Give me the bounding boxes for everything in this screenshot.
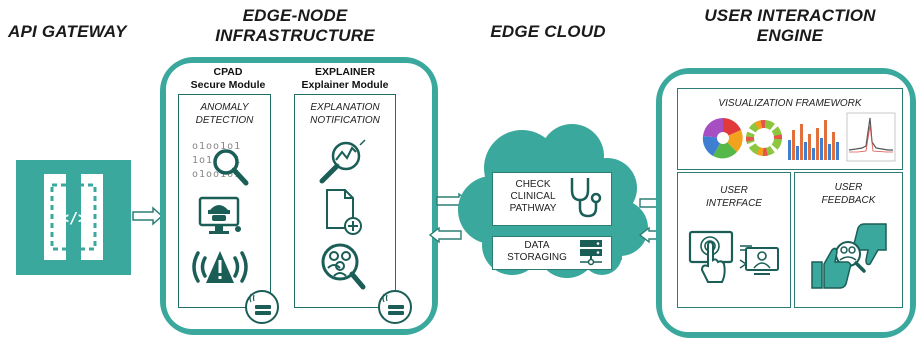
cpad-task-label: ANOMALY DETECTION <box>178 101 271 127</box>
explainer-task-line1: EXPLANATION <box>310 102 380 113</box>
data-storaging-label: DATA STORAGING <box>498 240 576 264</box>
check-clinical-pathway-label: CHECK CLINICAL PATHWAY <box>498 179 568 215</box>
cpad-task-line2: DETECTION <box>195 115 254 126</box>
server-icon <box>580 240 602 266</box>
svg-text:o1oo1o1: o1oo1o1 <box>192 169 241 180</box>
hacker-monitor-icon <box>198 196 241 234</box>
explainer-task-line2: NOTIFICATION <box>310 115 380 126</box>
cpad-subtitle: Secure Module <box>190 79 266 91</box>
user-engine-heading-line1: USER INTERACTION <box>704 6 876 25</box>
svg-text:</>: </> <box>60 209 87 227</box>
arrow-api-to-edge <box>132 206 164 226</box>
explainer-subtitle: Explainer Module <box>301 79 389 91</box>
donut-chart-icon <box>746 120 782 156</box>
fb-line2: FEEDBACK <box>821 195 876 206</box>
bar-chart-icon <box>788 120 839 160</box>
ui-line1: USER <box>720 185 748 196</box>
router-badge-icon-explainer <box>378 290 412 324</box>
data-line1: DATA <box>524 240 550 251</box>
svg-text:o1oo1o1: o1oo1o1 <box>192 141 241 152</box>
people-magnifier-icon <box>321 243 366 290</box>
api-gateway-heading: API GATEWAY <box>8 22 127 41</box>
api-brackets-icon: </> <box>44 174 103 260</box>
api-gateway-icon: </> <box>16 160 131 275</box>
thumbs-feedback-icon <box>811 223 887 289</box>
data-line2: STORAGING <box>507 252 567 263</box>
edge-node-heading-line1: EDGE-NODE <box>242 6 348 25</box>
stethoscope-icon <box>570 178 602 218</box>
monitor-user-icon <box>739 245 779 275</box>
cpad-title-line: CPAD <box>213 66 243 78</box>
chart-magnifier-icon <box>319 139 366 184</box>
check-line1: CHECK <box>515 179 551 190</box>
ui-line2: INTERFACE <box>706 198 762 209</box>
fb-line1: USER <box>834 182 863 193</box>
line-chart-icon <box>846 112 896 162</box>
cpad-task-line1: ANOMALY <box>200 102 249 113</box>
explainer-task-label: EXPLANATION NOTIFICATION <box>294 101 396 127</box>
arrow-cloud-to-edge <box>428 226 462 244</box>
user-engine-heading: USER INTERACTION ENGINE <box>680 6 900 46</box>
user-interface-label: USER INTERFACE <box>677 184 791 210</box>
user-feedback-label: USER FEEDBACK <box>794 181 903 207</box>
explainer-title-line: EXPLAINER <box>314 66 376 78</box>
document-add-icon <box>326 189 362 235</box>
user-engine-heading-line2: ENGINE <box>756 26 824 45</box>
router-badge-icon-cpad <box>245 290 279 324</box>
check-line3: PATHWAY <box>509 203 557 214</box>
visualization-framework-label: VISUALIZATION FRAMEWORK <box>718 98 862 109</box>
check-line2: CLINICAL <box>510 191 556 202</box>
cpad-title: CPAD Secure Module <box>178 66 278 92</box>
edge-node-heading-line2: INFRASTRUCTURE <box>215 26 375 45</box>
touch-screen-icon <box>688 230 734 283</box>
edge-node-heading: EDGE-NODE INFRASTRUCTURE <box>195 6 395 46</box>
sunburst-chart-icon <box>702 117 743 159</box>
edge-cloud-heading: EDGE CLOUD <box>490 22 606 41</box>
binary-search-icon: o1oo1o1 1o1o1o1 o1oo1o1 <box>192 141 249 186</box>
explainer-title: EXPLAINER Explainer Module <box>290 66 400 92</box>
alert-signal-icon <box>192 251 248 283</box>
